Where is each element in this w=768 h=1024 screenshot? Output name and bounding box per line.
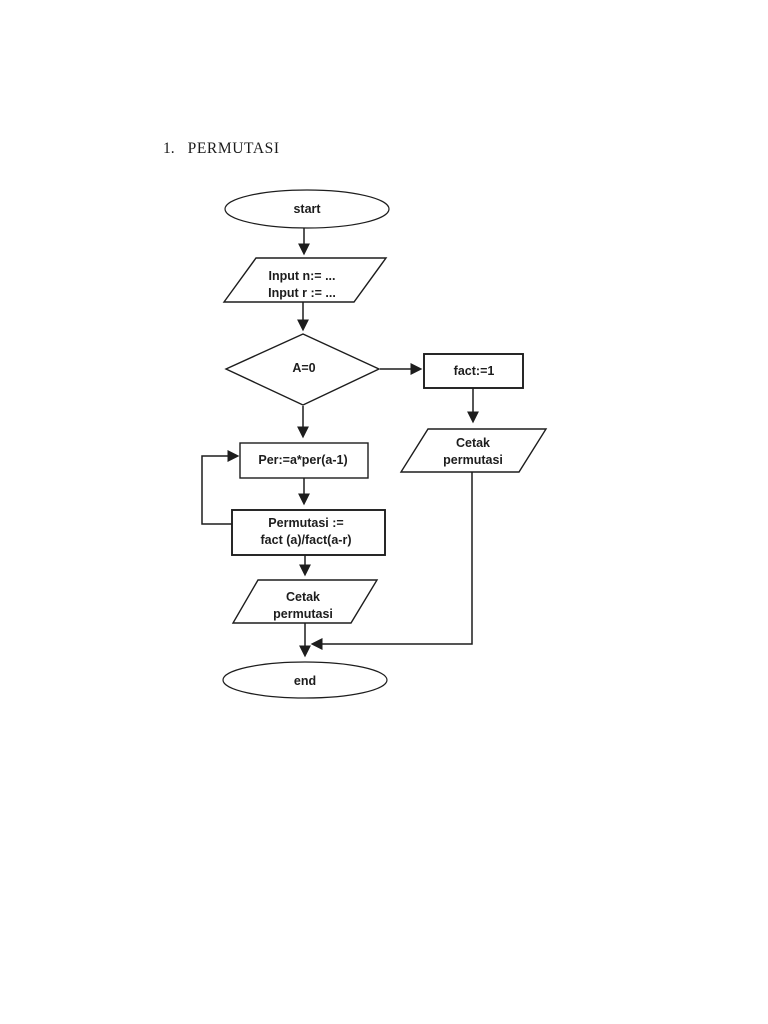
decision-diamond-shape bbox=[224, 333, 381, 406]
node-per: Per:=a*per(a-1) bbox=[239, 442, 369, 479]
node-fact-label: fact:=1 bbox=[454, 364, 495, 378]
node-end-label: end bbox=[294, 674, 316, 688]
io-parallelogram-shape bbox=[399, 428, 548, 473]
node-cetak-right-line1: Cetak bbox=[456, 436, 490, 450]
io-parallelogram-shape bbox=[231, 579, 379, 624]
node-permutasi-line2: fact (a)/fact(a-r) bbox=[261, 533, 352, 547]
edge-permutasi-per-loop bbox=[201, 450, 240, 525]
node-cetak-bottom-line2: permutasi bbox=[273, 607, 333, 621]
node-permutasi: Permutasi := fact (a)/fact(a-r) bbox=[231, 509, 386, 556]
node-start: start bbox=[224, 189, 390, 229]
process-rect-shape bbox=[423, 353, 524, 389]
terminator-shape bbox=[224, 189, 390, 229]
node-input: Input n:= ... Input r := ... bbox=[222, 257, 388, 303]
node-cetak-right-line2: permutasi bbox=[443, 453, 503, 467]
process-rect-shape bbox=[231, 509, 386, 556]
process-rect-shape bbox=[239, 442, 369, 479]
node-end: end bbox=[222, 661, 388, 699]
node-cetak-bottom: Cetak permutasi bbox=[231, 579, 379, 624]
node-cetak-right: Cetak permutasi bbox=[399, 428, 548, 473]
node-cetak-bottom-line1: Cetak bbox=[286, 590, 320, 604]
flowchart-edges bbox=[201, 228, 479, 658]
section-title: PERMUTASI bbox=[187, 140, 280, 157]
section-heading: 1. PERMUTASI bbox=[163, 140, 280, 158]
node-per-label: Per:=a*per(a-1) bbox=[258, 453, 347, 467]
node-start-label: start bbox=[293, 202, 321, 216]
node-input-line1: Input n:= ... bbox=[268, 269, 335, 283]
node-permutasi-line1: Permutasi := bbox=[268, 516, 343, 530]
node-decision-label: A=0 bbox=[292, 361, 315, 375]
edge-cetak-right-merge bbox=[310, 472, 473, 650]
node-decision: A=0 bbox=[224, 333, 381, 406]
list-number: 1. bbox=[163, 140, 175, 157]
node-input-line2: Input r := ... bbox=[268, 286, 336, 300]
io-parallelogram-shape bbox=[222, 257, 388, 303]
node-fact: fact:=1 bbox=[423, 353, 524, 389]
terminator-shape bbox=[222, 661, 388, 699]
